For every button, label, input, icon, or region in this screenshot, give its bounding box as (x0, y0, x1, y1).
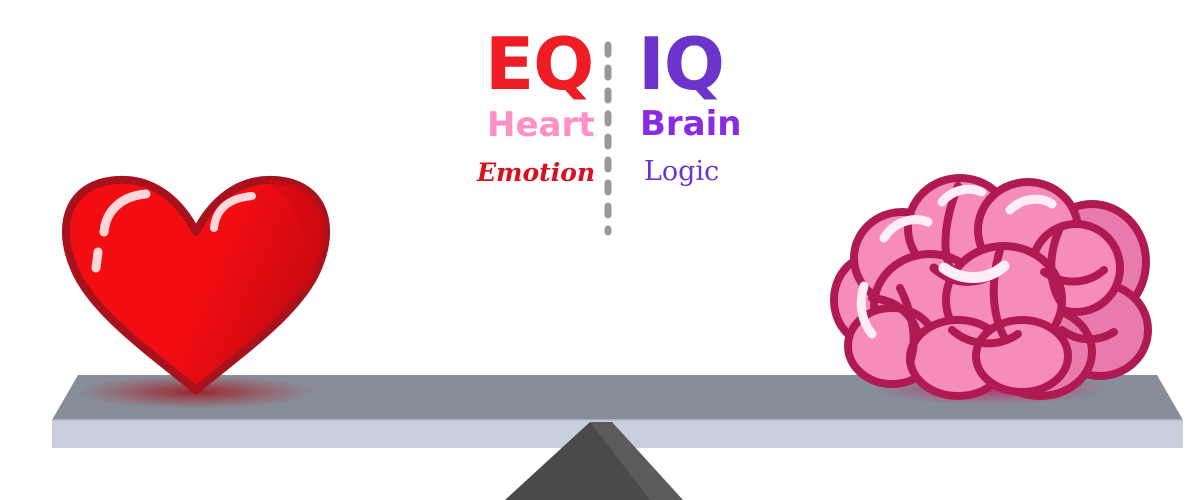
eq-heading: EQ (485, 22, 594, 106)
eq-subtitle-heart: Heart (487, 105, 595, 145)
brain-highlights (856, 184, 1057, 339)
heart-highlight-dot (91, 247, 103, 273)
fulcrum-right-face (590, 422, 683, 500)
iq-tagline-logic: Logic (644, 156, 720, 187)
eq-tagline-emotion: Emotion (477, 158, 596, 187)
iq-heading: IQ (638, 22, 725, 106)
heart-highlight-right (210, 192, 256, 232)
fulcrum-left-face (505, 422, 660, 500)
brain-group (830, 174, 1152, 400)
fulcrum-group (505, 422, 683, 500)
iq-subtitle-brain: Brain (640, 104, 742, 144)
heart-highlight-long (99, 189, 151, 237)
